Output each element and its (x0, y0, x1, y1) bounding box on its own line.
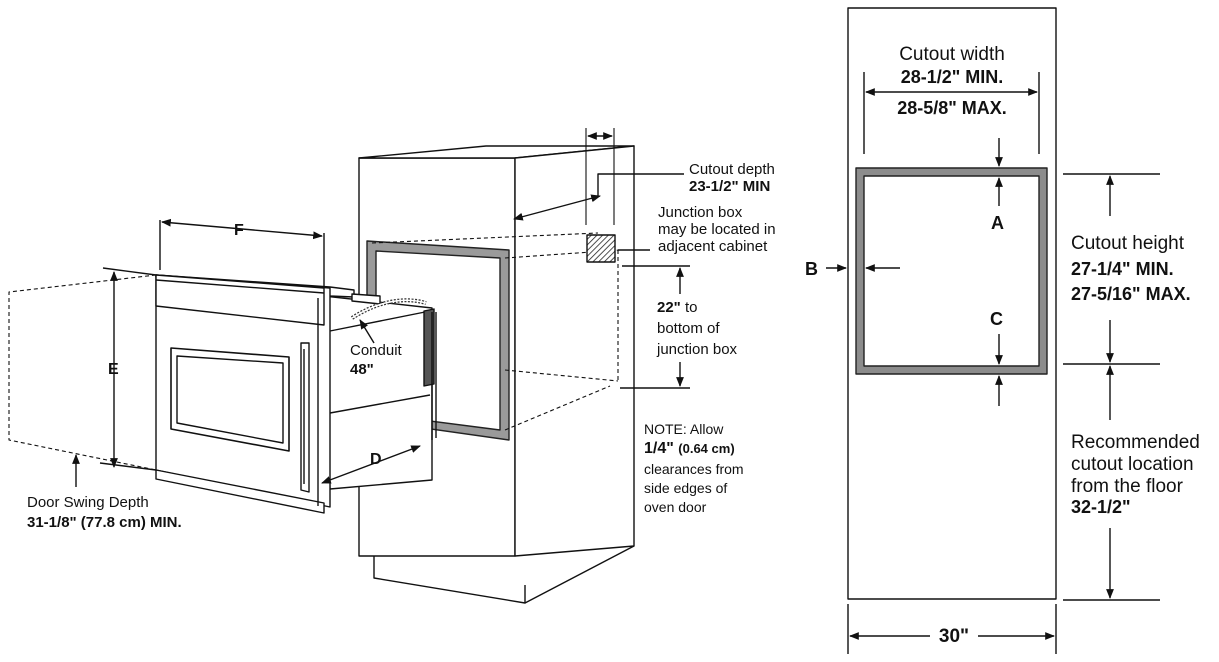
cutout-width-min: 28-1/2" MIN. (900, 67, 1004, 87)
note-line3: side edges of (644, 480, 728, 496)
cutout-height-dimension (1063, 173, 1160, 365)
dimension-a-label: A (991, 213, 1004, 233)
dimension-b-label: B (805, 259, 818, 279)
junction-box (586, 234, 650, 263)
dimension-d-label: D (370, 451, 382, 468)
dimension-d (321, 445, 421, 484)
cutout-width-dimension (863, 72, 1040, 154)
cabinet-width-dimension (847, 604, 1057, 654)
junction-height-line3: junction box (657, 341, 738, 358)
door-swing-value: 31-1/8" (77.8 cm) MIN. (27, 514, 182, 531)
dimension-c-label: C (990, 309, 1003, 329)
note-line1: NOTE: Allow (644, 421, 724, 437)
location-value: 32-1/2" (1071, 497, 1131, 517)
note-value-row: 1/4" (0.64 cm) (644, 440, 735, 458)
cutout-depth-value: 23-1/2" MIN (689, 178, 771, 195)
dimension-f (159, 218, 325, 286)
cutout-depth-dimension (513, 128, 684, 225)
note-value: 1/4" (644, 440, 674, 457)
junction-box-line2: may be located in (658, 221, 776, 238)
junction-height-value: 22" (657, 299, 681, 316)
junction-height-line2: bottom of (657, 320, 720, 337)
junction-height-line0: 22" to (657, 299, 697, 316)
cabinet-width-label: 30" (938, 626, 970, 647)
junction-box-line3: adjacent cabinet (658, 238, 768, 255)
cutout-width-label: Cutout width (899, 44, 1005, 65)
cutout-width-max: 28-5/8" MAX. (897, 98, 1007, 118)
conduit-value: 48" (350, 361, 374, 378)
oven-door-handle (300, 342, 310, 493)
junction-height-line1: to (684, 299, 698, 316)
hidden-cutout-outline (371, 232, 621, 431)
front-cutout-opening (855, 167, 1048, 375)
location-line3: from the floor (1071, 476, 1183, 497)
note-line2: clearances from (644, 461, 744, 477)
cutout-height-min: 27-1/4" MIN. (1071, 259, 1174, 279)
note-line4: oven door (644, 499, 707, 515)
dimension-f-label: F (234, 222, 244, 239)
dimension-e (99, 267, 157, 471)
door-swing-outline (8, 274, 157, 471)
junction-box-line1: Junction box (658, 204, 743, 221)
oven-front (155, 274, 331, 514)
location-line1: Recommended (1071, 432, 1200, 453)
location-line2: cutout location (1071, 454, 1194, 475)
door-swing-label: Door Swing Depth (27, 494, 149, 511)
dimension-e-label: E (108, 361, 119, 378)
floor-location-dimension (1063, 365, 1160, 601)
conduit-label: Conduit (350, 342, 402, 359)
cutout-height-max: 27-5/16" MAX. (1071, 284, 1191, 304)
cutout-height-label: Cutout height (1071, 233, 1185, 254)
junction-height-dimension (620, 265, 690, 389)
note-metric: (0.64 cm) (678, 441, 735, 456)
cutout-depth-label: Cutout depth (689, 161, 775, 178)
